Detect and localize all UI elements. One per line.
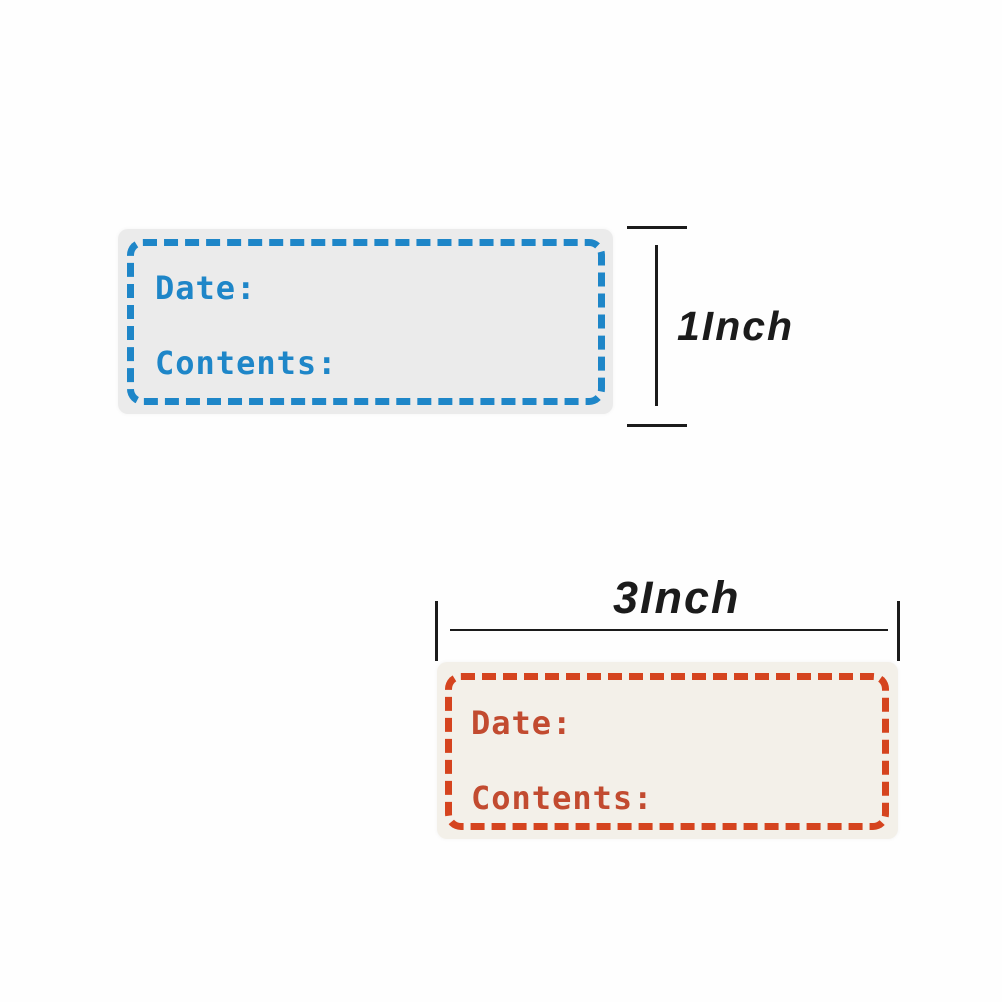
height-dimension-line — [655, 245, 658, 406]
blue-label-contents-text: Contents: — [155, 344, 338, 382]
height-dimension-bottom-tick — [627, 424, 687, 427]
red-label-sticker: Date: Contents: — [437, 662, 898, 839]
red-label-date-text: Date: — [471, 704, 573, 742]
width-dimension-right-tick — [897, 601, 900, 661]
blue-label-date-text: Date: — [155, 269, 257, 307]
width-dimension-left-tick — [435, 601, 438, 661]
blue-label-sticker: Date: Contents: — [118, 229, 613, 414]
width-dimension-line — [450, 629, 888, 631]
red-label-contents-text: Contents: — [471, 779, 654, 817]
height-dimension-label: 1Inch — [677, 303, 795, 349]
blue-label-dashed-border — [127, 239, 605, 405]
height-dimension-top-tick — [627, 226, 687, 229]
red-label-dashed-border — [445, 673, 889, 830]
width-dimension-label: 3Inch — [613, 572, 741, 623]
